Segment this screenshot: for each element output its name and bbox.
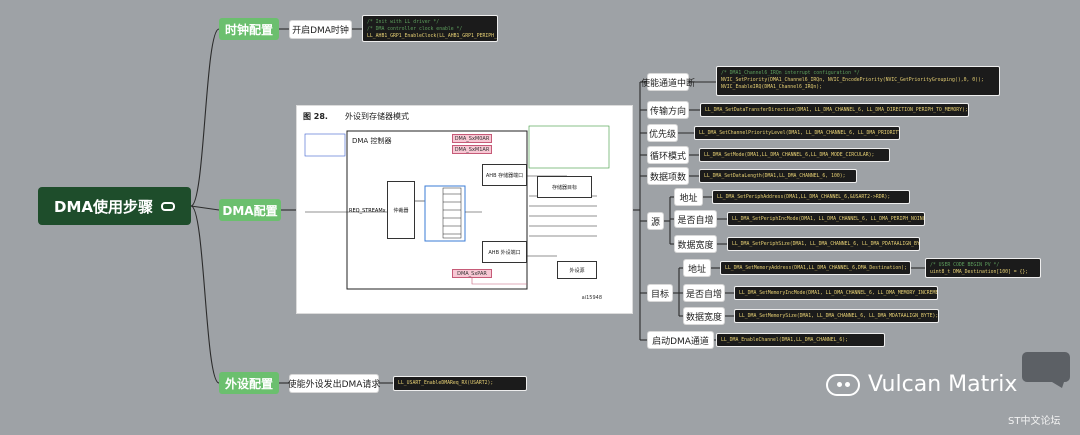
dma-reference-diagram: 图 28. 外设到存储器模式 DMA 控制器 DMA_SxM0AR DMA_Sx… xyxy=(296,105,633,314)
code-line: NVIC_SetPriority(DMA1_Channel6_IRQn, NVI… xyxy=(721,78,984,83)
source-increment-node[interactable]: 是否自增 xyxy=(675,211,716,227)
dma-target-node[interactable]: 目标 xyxy=(648,285,672,301)
root-label: DMA使用步骤 xyxy=(54,197,153,216)
source-address-node[interactable]: 地址 xyxy=(675,189,702,205)
branch-peripheral-config[interactable]: 外设配置 xyxy=(219,372,279,394)
wechat-icon xyxy=(826,373,860,396)
code-line: /* DMA controller clock enable */ xyxy=(367,27,463,32)
branch-dma-config[interactable]: DMA配置 xyxy=(219,199,281,221)
source-address-code: LL_DMA_SetPeriphAddress(DMA1,LL_DMA_CHAN… xyxy=(712,190,910,204)
branch-dma-label: DMA配置 xyxy=(222,203,278,218)
clock-enable-label: 开启DMA时钟 xyxy=(292,26,349,36)
dma-mode-node[interactable]: 循环模式 xyxy=(648,147,688,163)
enable-code: LL_DMA_EnableChannel(DMA1,LL_DMA_CHANNEL… xyxy=(716,333,885,347)
code-line: LL_AHB1_GRP1_EnableClock(LL_AHB1_GRP1_PE… xyxy=(367,34,497,39)
peripheral-code: LL_USART_EnableDMAReq_RX(USART2); xyxy=(393,376,527,391)
mode-code: LL_DMA_SetMode(DMA1,LL_DMA_CHANNEL_6,LL_… xyxy=(699,148,890,162)
ahb-memory-port: AHB 存储器端口 xyxy=(482,164,527,186)
sxm0ar-box: DMA_SxM0AR xyxy=(452,134,492,143)
clock-code-block: /* Init with LL driver */ /* DMA controll… xyxy=(362,15,498,42)
watermark-text: Vulcan Matrix xyxy=(868,372,1018,397)
controller-label: DMA 控制器 xyxy=(352,137,392,145)
peripheral-request-node[interactable]: 使能外设发出DMA请求 xyxy=(288,375,380,392)
target-increment-code: LL_DMA_SetMemoryIncMode(DMA1, LL_DMA_CHA… xyxy=(734,286,938,300)
irq-code-block: /* DMA1_Channel6_IRQn interrupt configur… xyxy=(716,66,1000,96)
target-address-node[interactable]: 地址 xyxy=(684,260,710,276)
code-line: /* USER CODE BEGIN PV */ xyxy=(930,263,1000,268)
dma-length-node[interactable]: 数据项数 xyxy=(648,168,688,184)
source-width-node[interactable]: 数据宽度 xyxy=(675,236,716,252)
target-width-node[interactable]: 数据宽度 xyxy=(684,308,724,324)
sxm1ar-box: DMA_SxM1AR xyxy=(452,145,492,154)
mindmap-root[interactable]: DMA使用步骤 xyxy=(38,187,191,225)
dma-irq-node[interactable]: 使能通道中断 xyxy=(641,74,695,90)
chat-bubble-icon xyxy=(1022,352,1070,388)
source-width-code: LL_DMA_SetPeriphSize(DMA1, LL_DMA_CHANNE… xyxy=(727,237,920,251)
source-increment-code: LL_DMA_SetPeriphIncMode(DMA1, LL_DMA_CHA… xyxy=(727,212,925,226)
dma-priority-node[interactable]: 优先级 xyxy=(648,125,677,141)
direction-code: LL_DMA_SetDataTransferDirection(DMA1, LL… xyxy=(700,103,969,117)
memory-target-box: 存储器目标 xyxy=(537,176,592,198)
dma-enable-node[interactable]: 启动DMA通道 xyxy=(648,332,713,348)
clock-enable-node[interactable]: 开启DMA时钟 xyxy=(290,21,351,38)
target-width-code: LL_DMA_SetMemorySize(DMA1, LL_DMA_CHANNE… xyxy=(734,309,939,323)
forum-label: ST中文论坛 xyxy=(1008,416,1061,427)
peripheral-box: 外设源 xyxy=(557,261,597,279)
figure-title: 外设到存储器模式 xyxy=(345,112,409,121)
branch-clock-config[interactable]: 时钟配置 xyxy=(219,18,279,40)
branch-peripheral-label: 外设配置 xyxy=(224,376,273,391)
watermark: Vulcan Matrix xyxy=(826,372,1017,397)
code-line: /* DMA1_Channel6_IRQn interrupt configur… xyxy=(721,71,860,76)
dma-source-node[interactable]: 源 xyxy=(648,213,663,229)
branch-clock-label: 时钟配置 xyxy=(224,22,273,37)
figure-id: ai15948 xyxy=(581,295,602,301)
code-line: /* Init with LL driver */ xyxy=(367,20,440,25)
target-address-code: LL_DMA_SetMemoryAddress(DMA1,LL_DMA_CHAN… xyxy=(720,261,911,275)
req-stream-label: REQ_STREAMx xyxy=(349,208,386,214)
target-buffer-note: /* USER CODE BEGIN PV */ uint8_t DMA_Dest… xyxy=(925,258,1041,278)
priority-code: LL_DMA_SetChannelPriorityLevel(DMA1, LL_… xyxy=(694,126,900,140)
code-line: uint8_t DMA_Destination[100] = {}; xyxy=(930,270,1029,275)
link-icon[interactable] xyxy=(161,201,175,211)
arbiter-box: 仲裁器 xyxy=(387,181,415,239)
dma-direction-node[interactable]: 传输方向 xyxy=(648,102,688,118)
target-increment-node[interactable]: 是否自增 xyxy=(684,285,724,301)
code-line: NVIC_EnableIRQ(DMA1_Channel6_IRQn); xyxy=(721,85,823,90)
figure-number: 图 28. xyxy=(303,112,328,121)
ahb-peripheral-port: AHB 外设端口 xyxy=(482,241,527,263)
sxpar-box: DMA_SxPAR xyxy=(452,269,492,278)
length-code: LL_DMA_SetDataLength(DMA1,LL_DMA_CHANNEL… xyxy=(699,169,857,183)
